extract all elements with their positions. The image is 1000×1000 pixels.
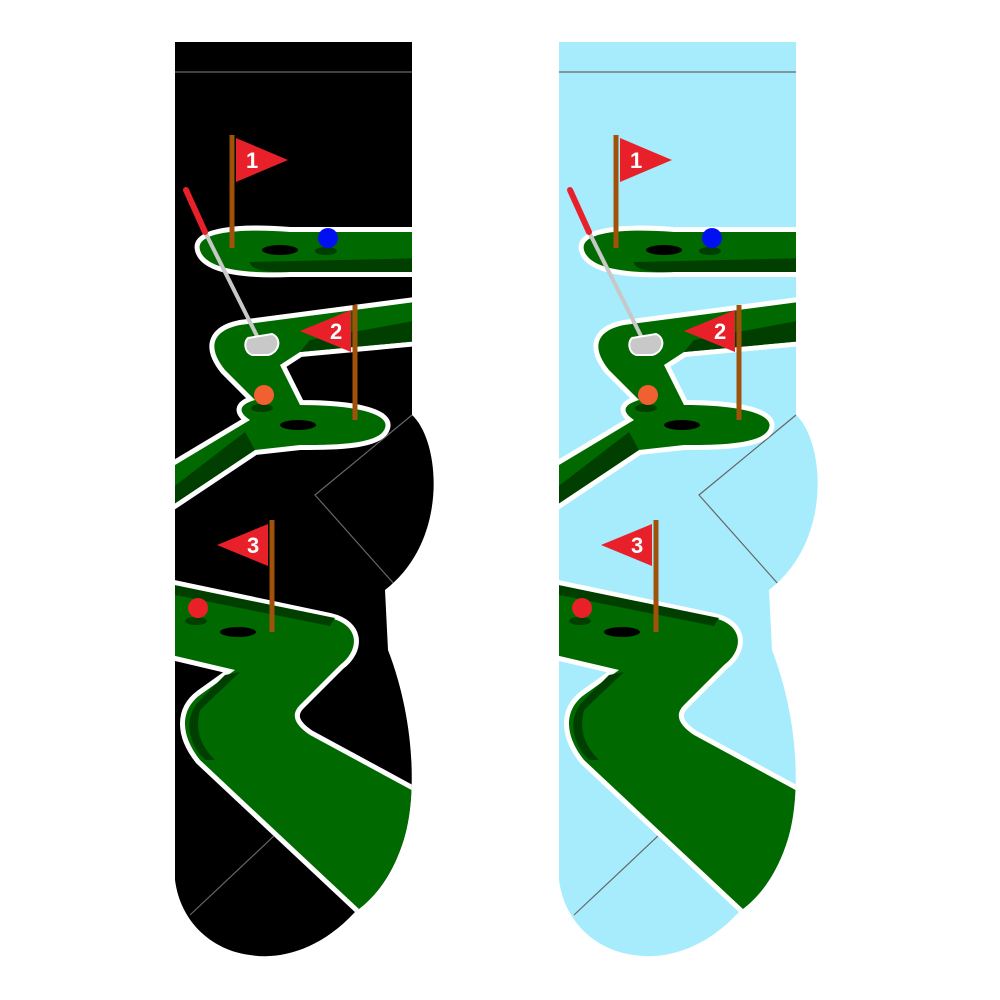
flag-1 <box>620 138 672 182</box>
hole-2 <box>664 420 700 430</box>
fairway-3-bend-shadow <box>189 672 240 760</box>
flag-number-1: 1 <box>630 148 642 173</box>
fairway-3-bend-shadow <box>573 672 624 760</box>
club-head-icon <box>628 332 664 356</box>
flag-number-3: 3 <box>631 533 643 558</box>
ball-shadow <box>699 247 721 255</box>
heel-line <box>698 414 797 586</box>
hole-1 <box>646 245 682 255</box>
ball-shadow <box>569 617 591 625</box>
club-shaft <box>587 231 644 339</box>
heel-line <box>314 414 413 586</box>
club-shaft <box>203 231 260 339</box>
fairway-3-shadow <box>559 580 719 626</box>
fairway-3 <box>559 580 814 910</box>
ball-shadow <box>251 404 273 412</box>
fairway-3-shadow <box>175 580 335 626</box>
ball-shadow <box>315 247 337 255</box>
flag-number-2: 2 <box>714 319 726 344</box>
flag-1 <box>236 138 288 182</box>
fairway-3 <box>175 580 430 910</box>
club-grip <box>567 187 592 235</box>
hole-1 <box>262 245 298 255</box>
flag-3 <box>601 524 652 566</box>
fairway-2-lower-shadow <box>559 432 639 520</box>
golf-ball-2 <box>638 385 658 405</box>
hole-2 <box>280 420 316 430</box>
club-grip <box>183 187 208 235</box>
club-head-icon <box>244 332 280 356</box>
flag-number-3: 3 <box>247 533 259 558</box>
golf-ball-2 <box>254 385 274 405</box>
flag-2 <box>300 310 351 352</box>
golf-ball-3 <box>188 598 208 618</box>
ball-shadow <box>635 404 657 412</box>
fairway-1-shadow <box>634 258 814 273</box>
golf-ball-1 <box>318 228 338 248</box>
flag-number-2: 2 <box>330 319 342 344</box>
flag-number-1: 1 <box>246 148 258 173</box>
flag-2 <box>684 310 735 352</box>
hole-3 <box>220 627 256 637</box>
golf-ball-1 <box>702 228 722 248</box>
sock-body: 1 2 3 <box>175 42 434 957</box>
light-blue-sock: 1 2 3 <box>559 42 818 957</box>
golf-ball-3 <box>572 598 592 618</box>
hole-3 <box>604 627 640 637</box>
ball-shadow <box>185 617 207 625</box>
black-sock: 1 2 3 <box>175 42 434 957</box>
fairway-2-lower-shadow <box>175 432 255 520</box>
fairway-1-shadow <box>250 258 430 273</box>
flag-3 <box>217 524 268 566</box>
sock-body: 1 2 3 <box>559 42 818 957</box>
